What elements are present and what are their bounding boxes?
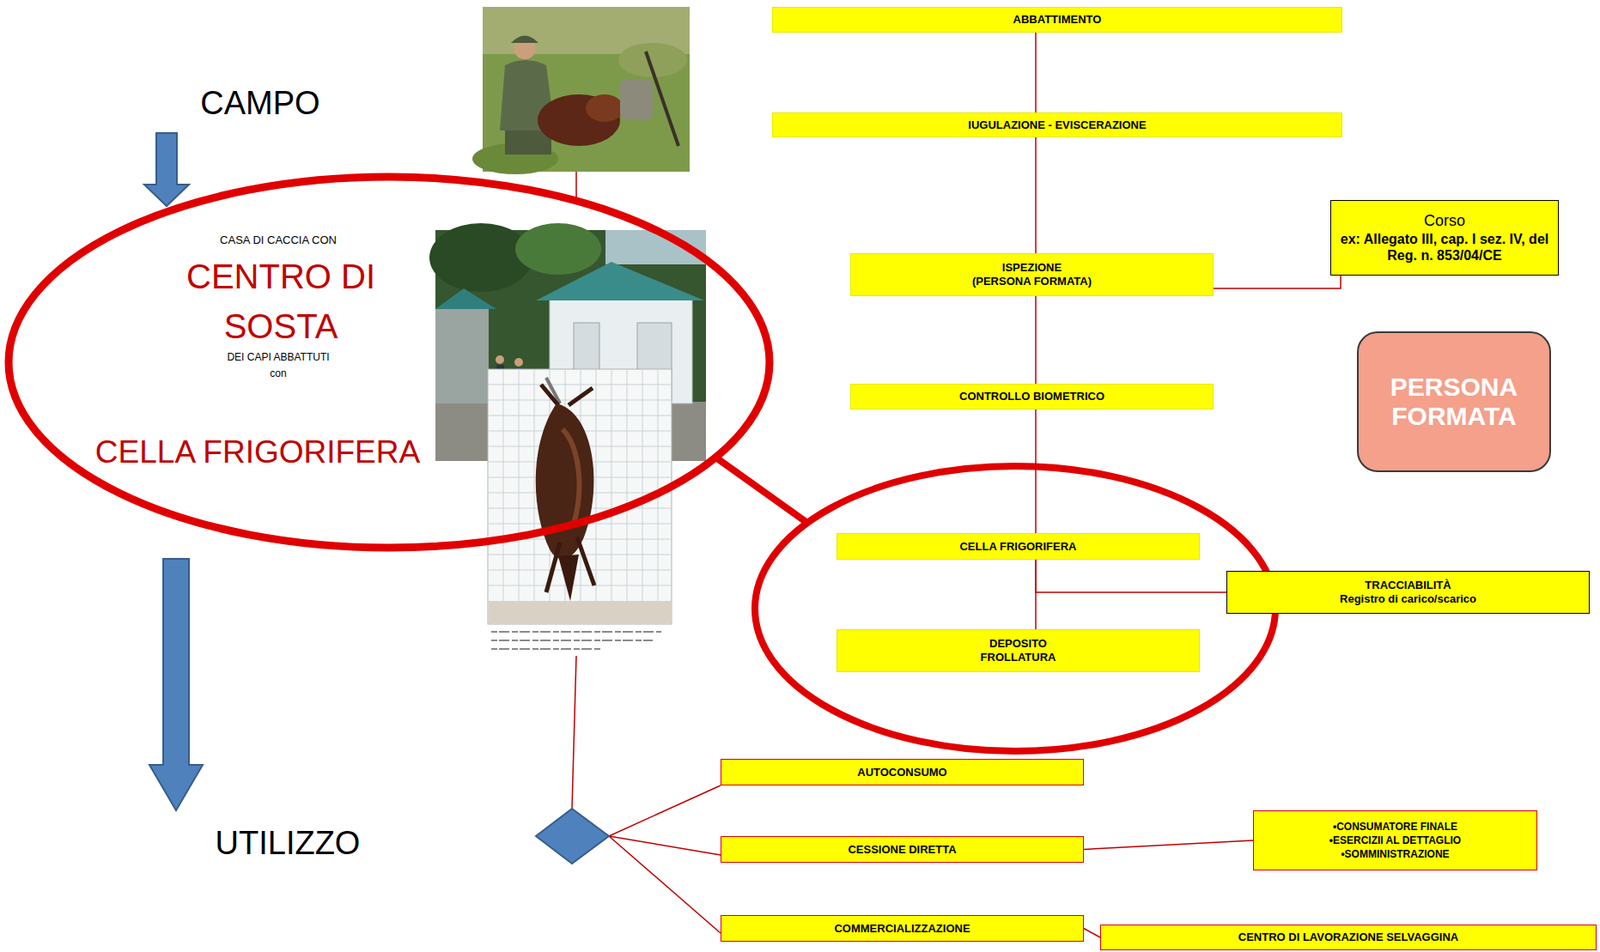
box-text: (PERSONA FORMATA): [972, 274, 1092, 289]
leader-line: [575, 171, 578, 201]
box-text: IUGULAZIONE - EVISCERAZIONE: [967, 118, 1146, 133]
decision-diamond: [535, 809, 609, 864]
process-box: CESSIONE DIRETTA: [720, 836, 1084, 864]
process-box: AUTOCONSUMO: [720, 759, 1084, 786]
box-text: CELLA FRIGORIFERA: [959, 540, 1077, 554]
photo-caption-lines: [491, 632, 662, 650]
boar-snout: [558, 554, 579, 602]
process-box: DEPOSITO FROLLATURA: [836, 629, 1200, 673]
box-text: ex: Allegato III, cap. I sez. IV, del Re…: [1338, 231, 1552, 264]
box-text: Registro di carico/scarico: [1339, 592, 1477, 607]
ellipse-outline: [8, 176, 770, 548]
region-text: DEI CAPI ABBATTUTI con: [222, 349, 335, 383]
ellipse-outline: [5, 173, 773, 552]
boar-head: [585, 94, 624, 122]
leader-line: [571, 656, 577, 810]
region-text: CASA DI CACCIA CON: [166, 233, 390, 248]
region-text: CENTRO DI SOSTA: [186, 251, 376, 352]
hunter-photo: [472, 6, 690, 175]
wall-tiles: [487, 369, 672, 602]
floor: [488, 601, 671, 624]
box-text: CONTROLLO BIOMETRICO: [959, 389, 1105, 404]
boar-leg: [568, 388, 593, 406]
ellipse-region: CASA DI CACCIA CON CENTRO DI SOSTADEI CAP…: [5, 173, 773, 552]
stage-label: UTILIZZO: [158, 824, 417, 864]
stage-label: UTILIZZO: [215, 825, 361, 862]
box-text: Corso: [1423, 212, 1466, 232]
flow-arrow: [149, 559, 203, 811]
boar-leg: [546, 542, 560, 593]
note-box: Corsoex: Allegato III, cap. I sez. IV, d…: [1330, 200, 1559, 276]
stage-label: CAMPO: [131, 84, 390, 124]
cold-room-photo: [487, 369, 672, 650]
hut-roof: [535, 261, 705, 301]
person-head: [514, 358, 524, 367]
rifle: [645, 51, 679, 147]
process-box: CONTROLLO BIOMETRICO: [850, 383, 1214, 410]
box-text: •ESERCIZII AL DETTAGLIO: [1329, 833, 1461, 848]
process-box: ABBATTIMENTO: [772, 6, 1343, 33]
box-text: •CONSUMATORE FINALE: [1332, 820, 1458, 834]
hunter-hat: [511, 36, 539, 44]
flow-arrow: [144, 133, 189, 207]
connector: [1083, 840, 1254, 851]
branch-lines: [608, 785, 721, 934]
note-box: TRACCIABILITÀRegistro di carico/scarico: [1226, 571, 1590, 615]
process-box: CENTRO DI LAVORAZIONE SELVAGGINA: [1100, 924, 1597, 951]
photo-ground: [482, 6, 690, 172]
box-text: COMMERCIALIZZAZIONE: [833, 922, 970, 937]
side-roof: [435, 288, 497, 310]
box-text: ABBATTIMENTO: [1013, 12, 1102, 27]
box-text: ISPEZIONE: [1002, 261, 1062, 275]
process-box: IUGULAZIONE - EVISCERAZIONE: [772, 112, 1343, 138]
box-text: •SOMMINISTRAZIONE: [1340, 847, 1449, 862]
person-head: [495, 355, 505, 365]
rounded-box: PERSONA FORMATA: [1356, 331, 1552, 473]
boar-fur: [562, 429, 579, 524]
box-text: PERSONA FORMATA: [1374, 372, 1534, 432]
connector: [1083, 929, 1101, 939]
box-text: CESSIONE DIRETTA: [847, 843, 956, 858]
boar-leg: [577, 537, 595, 586]
backpack: [620, 79, 653, 121]
connector: [1034, 409, 1037, 534]
box-text: CENTRO DI LAVORAZIONE SELVAGGINA: [1238, 930, 1459, 945]
side-building: [435, 309, 489, 404]
connector: [1034, 296, 1037, 384]
tree: [515, 223, 602, 275]
box-text: TRACCIABILITÀ: [1364, 578, 1451, 593]
boar-leg: [541, 384, 559, 406]
highlight-ellipse: [754, 466, 1276, 752]
region-text: CELLA FRIGORIFERA: [77, 433, 439, 472]
box-text: DEPOSITO FROLLATURA: [978, 637, 1059, 664]
stage-label: CAMPO: [200, 85, 320, 122]
box-text: AUTOCONSUMO: [857, 766, 947, 780]
process-box: COMMERCIALIZZAZIONE: [720, 915, 1084, 943]
process-box: CELLA FRIGORIFERA: [836, 533, 1200, 560]
connector: [1213, 275, 1341, 289]
boar-body: [535, 403, 595, 560]
list-box: •CONSUMATORE FINALE•ESERCIZII AL DETTAGL…: [1253, 810, 1538, 871]
connector: [1034, 32, 1037, 113]
connector: [1035, 559, 1227, 593]
highlight-link: [717, 458, 808, 524]
process-box: ISPEZIONE(PERSONA FORMATA): [850, 253, 1214, 297]
tree: [429, 223, 533, 293]
connector: [1034, 137, 1037, 254]
